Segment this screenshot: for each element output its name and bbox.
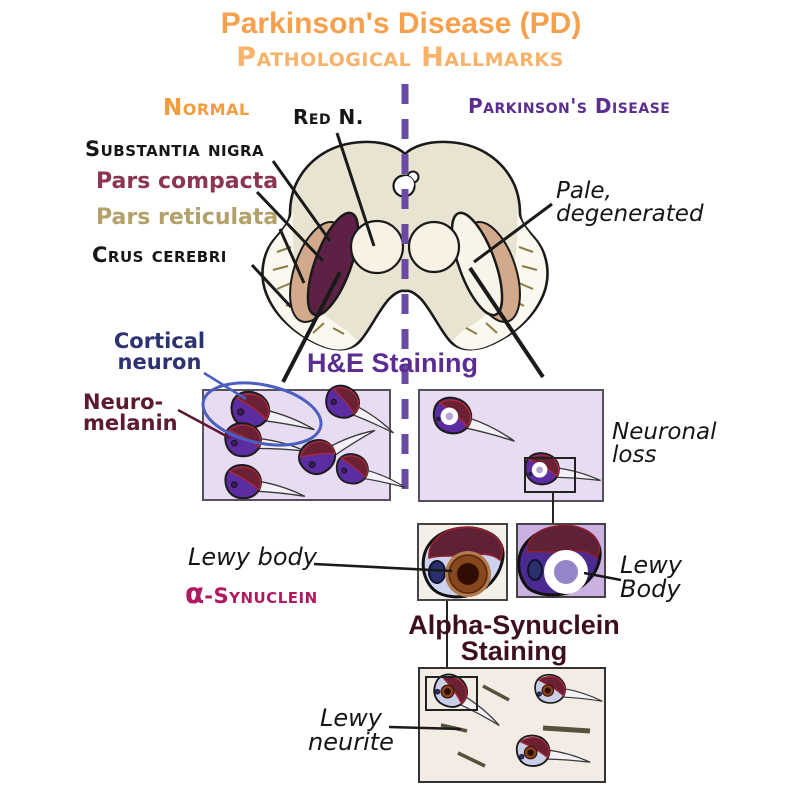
pale-degenerated-line2: degenerated xyxy=(556,201,704,228)
pars-reticulata-label: Pars reticulata xyxy=(96,205,279,230)
lewy-body-right-line xyxy=(583,571,622,582)
cortical-neuron-circle-annotation xyxy=(201,381,323,447)
lewy-body-left-line xyxy=(313,562,453,573)
midbrain-illustration xyxy=(261,140,549,351)
pars-compacta-label: Pars compacta xyxy=(96,169,279,194)
neuromelanin-label: Neuro- melanin xyxy=(83,390,178,436)
red-nucleus-line xyxy=(335,132,376,247)
cortical-neuron-label: Cortical neuron xyxy=(113,329,206,375)
label-pointer-lines xyxy=(250,132,553,383)
alpha-synuclein-staining-title: Alpha-Synuclein Staining xyxy=(408,610,620,666)
lewy-neurite-line xyxy=(388,725,462,731)
pale-degenerated-label: Pale, degenerated xyxy=(556,178,704,228)
nucleus xyxy=(428,560,446,584)
crus-cerebri-right xyxy=(452,210,546,350)
pale-degenerated-line1: Pale, xyxy=(556,178,612,204)
crus-cerebri-line xyxy=(250,263,293,309)
he-staining-title: H&E Staining xyxy=(307,348,479,378)
sn-to-he-right-line xyxy=(468,266,545,379)
pars-reticulata-line xyxy=(278,228,306,284)
alpha-symbol: α xyxy=(185,577,205,610)
lewy-body-halo xyxy=(544,550,588,594)
alpha-synuclein-label: α-Synuclein xyxy=(185,577,318,610)
crus-cerebri-label: Crus cerebri xyxy=(92,243,227,267)
zoom-callout-rect xyxy=(425,676,478,711)
sn-to-he-left-line xyxy=(281,271,342,383)
lewy-neurite-label: Lewy neurite xyxy=(308,704,394,757)
pars-compacta-line xyxy=(255,190,325,263)
nucleus xyxy=(527,559,543,581)
neuronal-loss-label: Neuronal loss xyxy=(612,419,717,469)
cortical-neuron-line xyxy=(203,371,247,401)
red-nucleus-left xyxy=(349,219,405,275)
pale-degenerated-line xyxy=(473,202,553,264)
substantia-nigra-degenerated xyxy=(450,211,504,317)
red-nucleus-right xyxy=(407,220,461,274)
asyn-box xyxy=(418,667,606,783)
lewy-body-right-label: Lewy Body xyxy=(620,551,682,604)
substantia-nigra-label: Substantia nigra xyxy=(85,137,265,161)
he-box-normal xyxy=(201,379,411,506)
page-subtitle: Pathological Hallmarks xyxy=(236,42,564,73)
page-title: Parkinson's Disease (PD) xyxy=(220,7,582,40)
column-label-normal: Normal xyxy=(163,95,250,121)
zoom-callout-rect xyxy=(524,457,576,493)
neuromelanin-line xyxy=(177,408,231,440)
lewy-body-zoom-asyn xyxy=(516,523,606,598)
he-box-pd xyxy=(418,389,603,502)
lewy-body-eosinophilic xyxy=(445,551,491,597)
red-nucleus-label: Red N. xyxy=(293,105,364,129)
column-label-parkinsons: Parkinson's Disease xyxy=(468,94,671,118)
aqueduct xyxy=(392,170,420,198)
lewy-body-zoom-he xyxy=(417,523,508,601)
lewy-body-left-label: Lewy body xyxy=(188,543,317,571)
substantia-nigra-line xyxy=(271,160,332,242)
substantia-nigra-normal xyxy=(306,211,360,317)
